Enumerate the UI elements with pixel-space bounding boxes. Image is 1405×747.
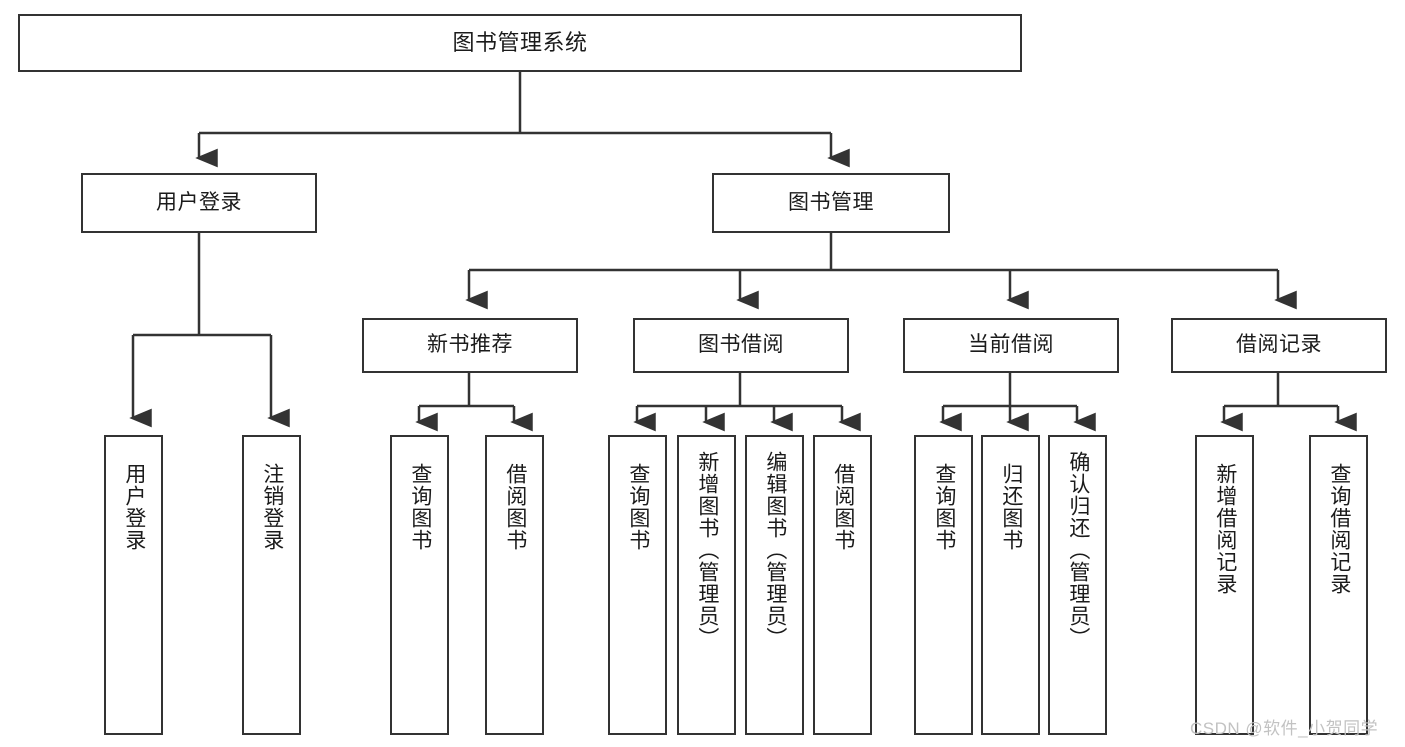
leaf-label: 新增图书（管理员）: [695, 451, 719, 649]
leaf-label: 借阅图书: [503, 463, 527, 551]
node-root[interactable]: 图书管理系统: [18, 14, 1022, 72]
node-new-book-recommend[interactable]: 新书推荐: [362, 318, 578, 373]
leaf-label: 新增借阅记录: [1213, 463, 1237, 595]
leaf-label: 借阅图书: [831, 463, 855, 551]
node-book-borrow-label: 图书借阅: [698, 333, 784, 357]
leaf-borrow-borrow-book[interactable]: 借阅图书: [813, 435, 872, 735]
leaf-label: 归还图书: [999, 463, 1023, 551]
leaf-record-query-record[interactable]: 查询借阅记录: [1309, 435, 1368, 735]
leaf-borrow-query-book[interactable]: 查询图书: [608, 435, 667, 735]
leaf-label: 注销登录: [260, 463, 284, 551]
node-borrow-record[interactable]: 借阅记录: [1171, 318, 1387, 373]
leaf-record-add-record[interactable]: 新增借阅记录: [1195, 435, 1254, 735]
node-root-label: 图书管理系统: [452, 30, 588, 56]
node-book-management-label: 图书管理: [788, 190, 874, 214]
leaf-label: 查询图书: [932, 463, 956, 551]
leaf-current-query-book[interactable]: 查询图书: [914, 435, 973, 735]
node-user-login-label: 用户登录: [156, 190, 242, 214]
leaf-label: 用户登录: [122, 463, 146, 551]
leaf-label: 查询图书: [408, 463, 432, 551]
leaf-user-login-logout[interactable]: 注销登录: [242, 435, 301, 735]
leaf-newbook-query-book[interactable]: 查询图书: [390, 435, 449, 735]
node-current-borrow[interactable]: 当前借阅: [903, 318, 1119, 373]
leaf-current-confirm-return-admin[interactable]: 确认归还（管理员）: [1048, 435, 1107, 735]
node-user-login[interactable]: 用户登录: [81, 173, 317, 233]
leaf-user-login-login[interactable]: 用户登录: [104, 435, 163, 735]
node-new-book-recommend-label: 新书推荐: [427, 333, 513, 357]
leaf-current-return-book[interactable]: 归还图书: [981, 435, 1040, 735]
node-book-management[interactable]: 图书管理: [712, 173, 950, 233]
leaf-newbook-borrow-book[interactable]: 借阅图书: [485, 435, 544, 735]
node-current-borrow-label: 当前借阅: [968, 333, 1054, 357]
leaf-label: 查询图书: [626, 463, 650, 551]
csdn-watermark: CSDN @软件_小贺同学: [1190, 719, 1379, 738]
node-book-borrow[interactable]: 图书借阅: [633, 318, 849, 373]
leaf-label: 查询借阅记录: [1327, 463, 1351, 595]
leaf-borrow-edit-book-admin[interactable]: 编辑图书（管理员）: [745, 435, 804, 735]
leaf-label: 编辑图书（管理员）: [763, 451, 787, 649]
leaf-label: 确认归还（管理员）: [1066, 451, 1090, 649]
node-borrow-record-label: 借阅记录: [1236, 333, 1322, 357]
leaf-borrow-add-book-admin[interactable]: 新增图书（管理员）: [677, 435, 736, 735]
